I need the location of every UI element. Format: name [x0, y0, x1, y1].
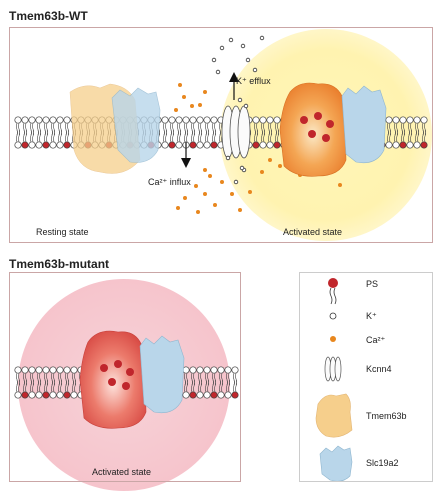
- wt-panel: [9, 27, 433, 243]
- calcium-ions: [174, 83, 342, 214]
- potassium-ions: [211, 35, 265, 185]
- kcnn4-channel-icon: [324, 356, 342, 382]
- wt-panel-title: Tmem63b-WT: [9, 9, 88, 23]
- kcnn4-channel: [221, 105, 251, 159]
- mutant-slc19a2: [139, 335, 185, 414]
- ps-lipid-icon: [328, 278, 338, 305]
- legend-label-kcnn4: Kcnn4: [366, 364, 392, 374]
- legend-label-calcium: Ca²⁺: [366, 335, 386, 345]
- mutant-panel-title: Tmem63b-mutant: [9, 257, 110, 271]
- ca-influx-arrow: [181, 142, 191, 168]
- potassium-ion-icon: [329, 312, 337, 320]
- legend-label-potassium: K⁺: [366, 311, 377, 321]
- legend-label-ps: PS: [366, 279, 379, 289]
- slc19a2-protein-icon: [319, 445, 353, 482]
- resting-slc19a2: [111, 87, 161, 163]
- ca-influx-label: Ca²⁺ influx: [148, 177, 191, 187]
- activated-tmem63b: [279, 82, 347, 177]
- legend-label-slc19a2: Slc19a2: [366, 458, 399, 468]
- legend-label-tmem63b: Tmem63b: [366, 411, 407, 421]
- k-efflux-label: K⁺ efflux: [236, 76, 271, 86]
- k-efflux-arrow: [229, 72, 239, 100]
- wt-ps-lipids: [300, 112, 334, 142]
- legend-panel: [299, 272, 433, 482]
- mutant-ps-lipids: [100, 360, 134, 390]
- mutant-panel: [9, 272, 241, 482]
- mutant-activated-state-label: Activated state: [92, 467, 152, 477]
- calcium-ion-icon: [330, 336, 336, 342]
- activated-slc19a2: [341, 85, 387, 164]
- wt-activated-state-label: Activated state: [283, 227, 343, 237]
- tmem63b-protein-icon: [315, 393, 353, 438]
- resting-state-label: Resting state: [36, 227, 89, 237]
